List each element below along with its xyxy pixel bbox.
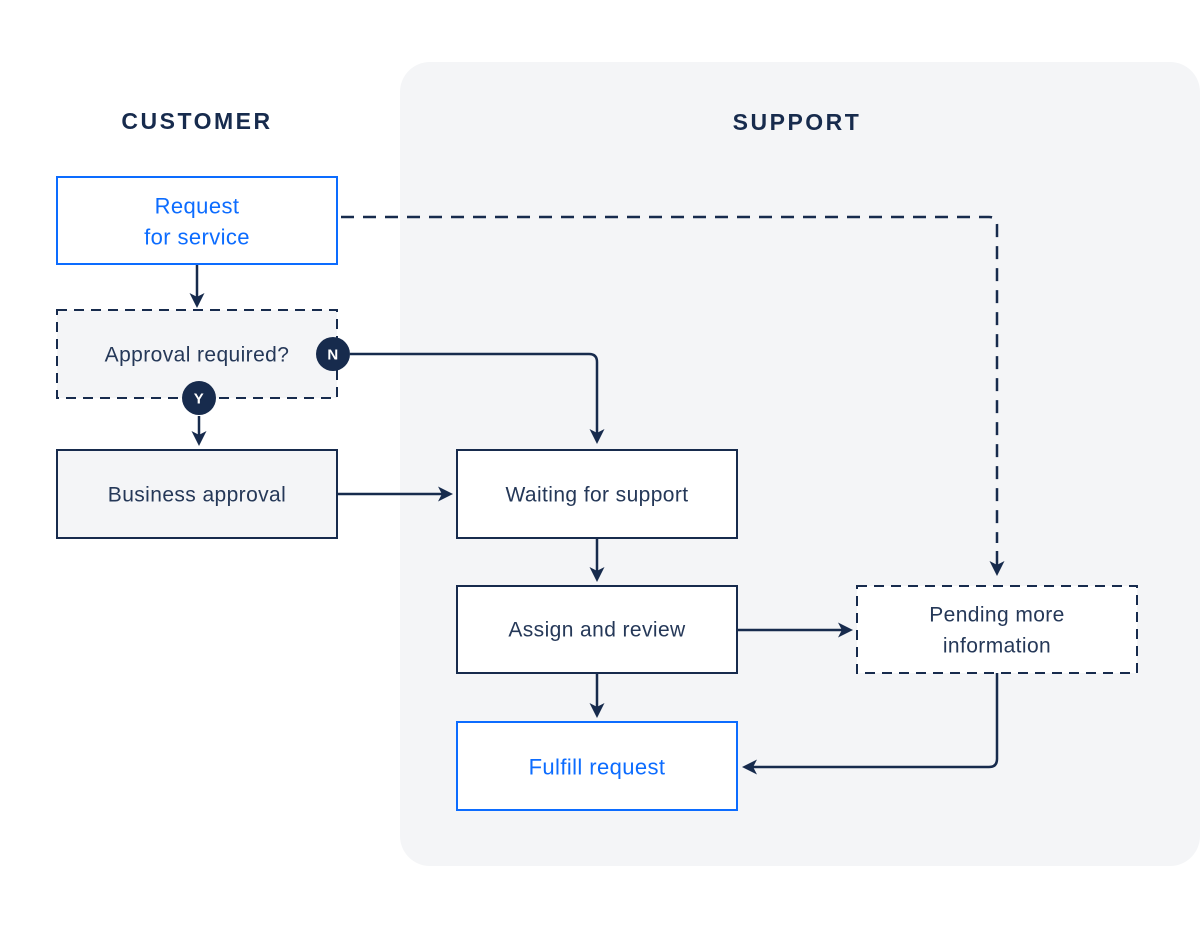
pending-more-information-box xyxy=(856,585,1138,674)
assign-and-review-box xyxy=(456,585,738,674)
approval-required-label: Approval required? xyxy=(105,344,290,367)
node-waiting-for-support: Waiting for support xyxy=(456,449,738,539)
no-badge-letter: N xyxy=(327,347,338,364)
node-request-for-service: Request for service xyxy=(56,176,338,265)
arrow-pending-to-fulfill xyxy=(742,673,999,775)
node-approval-required: Approval required? N Y xyxy=(56,309,350,415)
request-for-service-label-line1: Request xyxy=(155,194,240,219)
fulfill-request-box xyxy=(456,721,738,811)
node-business-approval: Business approval xyxy=(56,449,338,539)
badge-no: N xyxy=(316,337,350,371)
no-badge-circle xyxy=(316,337,350,371)
lane-title-support: SUPPORT xyxy=(733,109,862,135)
dashed-line-request-to-pending xyxy=(341,215,999,543)
yes-badge-letter: Y xyxy=(194,391,205,408)
node-fulfill-request: Fulfill request xyxy=(456,721,738,811)
request-for-service-box xyxy=(56,176,338,265)
waiting-for-support-box xyxy=(456,449,738,539)
arrow-approval-no-to-waiting xyxy=(350,352,605,444)
assign-and-review-label: Assign and review xyxy=(508,619,686,642)
badge-yes: Y xyxy=(182,381,216,415)
pending-more-information-label-line1: Pending more xyxy=(929,604,1065,627)
fulfill-request-label: Fulfill request xyxy=(529,755,666,780)
connectors xyxy=(189,215,1005,775)
yes-badge-circle xyxy=(182,381,216,415)
waiting-for-support-label: Waiting for support xyxy=(505,484,688,507)
request-for-service-label-line2: for service xyxy=(144,225,250,250)
business-approval-box xyxy=(56,449,338,539)
node-pending-more-information: Pending more information xyxy=(856,585,1138,674)
pending-more-information-label-line2: information xyxy=(943,635,1051,658)
lane-title-customer: CUSTOMER xyxy=(121,108,272,134)
node-assign-and-review: Assign and review xyxy=(456,585,738,674)
business-approval-label: Business approval xyxy=(108,484,286,507)
